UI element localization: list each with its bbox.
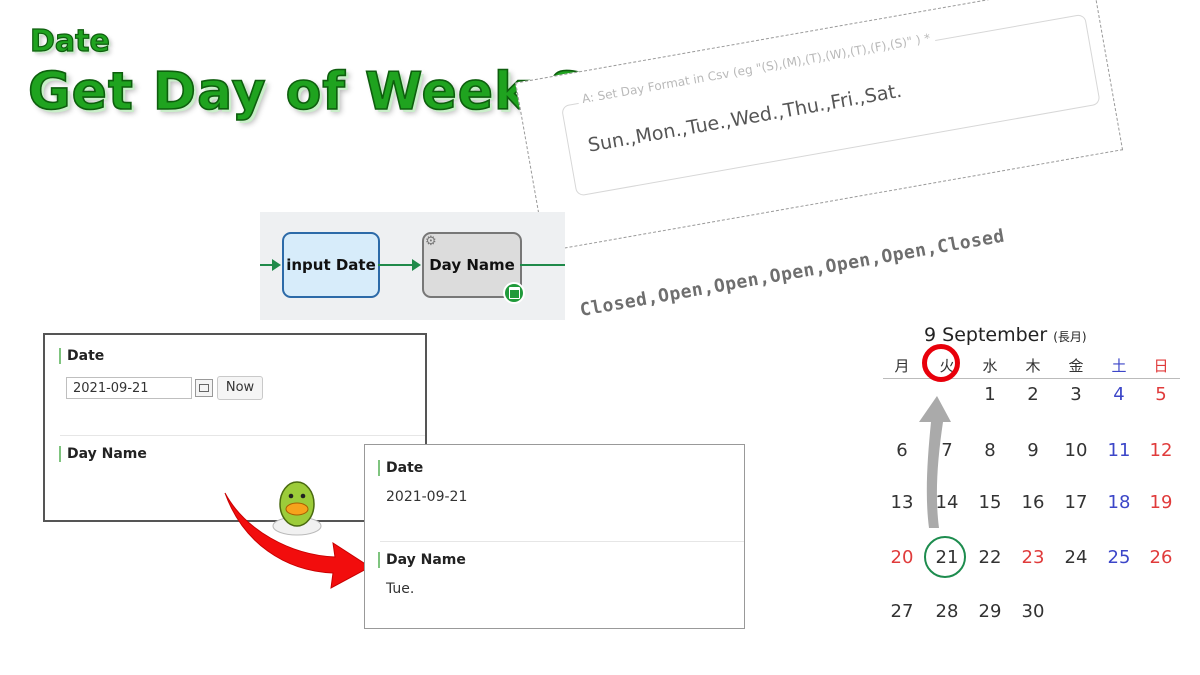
month-alt-name: (長月) [1053,330,1087,344]
node-input-date[interactable]: input Date [282,232,380,298]
calendar-day[interactable]: 2 [1027,384,1039,405]
calendar-day[interactable]: 11 [1107,440,1131,461]
calendar-day[interactable]: 28 [935,601,959,622]
gray-up-arrow-icon [919,396,951,528]
month-number: 9 [924,324,937,346]
flow-arrowhead-in [272,259,281,271]
divider [380,541,744,542]
calendar-day[interactable]: 14 [935,492,959,513]
calendar-day[interactable]: 9 [1027,440,1039,461]
calendar-day[interactable]: 22 [978,547,1002,568]
weekday-header: 金 [1068,357,1084,375]
calendar-day[interactable]: 29 [978,601,1002,622]
day-name-label: Day Name [59,446,147,462]
calendar-day[interactable]: 7 [941,440,953,461]
calendar-day[interactable]: 12 [1149,440,1173,461]
calendar-day[interactable]: 10 [1064,440,1088,461]
highlight-weekday-circle [922,344,960,382]
day-name-value: Tue. [386,581,415,597]
duck-mascot-icon [272,481,322,536]
now-button[interactable]: Now [217,376,263,400]
calendar-day[interactable]: 13 [890,492,914,513]
calendar-day[interactable]: 24 [1064,547,1088,568]
weekday-header: 月 [894,357,910,375]
date-label: Date [59,348,104,364]
date-label: Date [378,460,423,476]
calendar-day[interactable]: 6 [896,440,908,461]
highlight-date-circle [924,536,966,578]
weekday-header: 水 [982,357,998,375]
calendar-day[interactable]: 17 [1064,492,1088,513]
flow-arrowhead-mid [412,259,421,271]
category-title: Date [29,23,110,59]
date-input[interactable]: 2021-09-21 [66,377,192,399]
status-csv-text: Closed,Open,Open,Open,Open,Open,Closed [578,225,1007,321]
red-arrow-icon [224,492,371,589]
calendar-day[interactable]: 27 [890,601,914,622]
calendar-icon [503,282,525,304]
weekday-header: 日 [1153,357,1169,375]
calendar-day[interactable]: 4 [1113,384,1125,405]
calendar-day[interactable]: 30 [1021,601,1045,622]
calendar-day[interactable]: 23 [1021,547,1045,568]
workflow-diagram: input Date Day Name ⚙ [260,212,565,320]
calendar-title: 9 September (長月) [924,324,1087,346]
divider [60,435,425,436]
flow-line-in [260,264,274,266]
weekday-header: 木 [1025,357,1041,375]
weekday-header: 土 [1111,357,1127,375]
calendar-day[interactable]: 19 [1149,492,1173,513]
calendar-day[interactable]: 8 [984,440,996,461]
calendar-picker-button[interactable] [195,379,213,397]
calendar-day[interactable]: 20 [890,547,914,568]
output-form: Date 2021-09-21 Day Name Tue. [364,444,745,629]
calendar-header-rule [883,378,1180,379]
input-form: Date 2021-09-21 Now Day Name [43,333,427,522]
flow-line-out [520,264,565,266]
calendar-day[interactable]: 16 [1021,492,1045,513]
day-format-config-panel: A: Set Day Format in Csv (eg "(S),(M),(T… [515,0,1124,253]
flow-line-mid [378,264,414,266]
date-value: 2021-09-21 [386,489,468,505]
calendar-day[interactable]: 5 [1155,384,1167,405]
calendar-day[interactable]: 3 [1070,384,1082,405]
month-name: September [942,324,1048,346]
calendar-day[interactable]: 18 [1107,492,1131,513]
calendar-day[interactable]: 26 [1149,547,1173,568]
day-name-label: Day Name [378,552,466,568]
calendar-day[interactable]: 15 [978,492,1002,513]
gear-icon: ⚙ [425,234,437,249]
calendar-day[interactable]: 1 [984,384,996,405]
calendar-day[interactable]: 25 [1107,547,1131,568]
